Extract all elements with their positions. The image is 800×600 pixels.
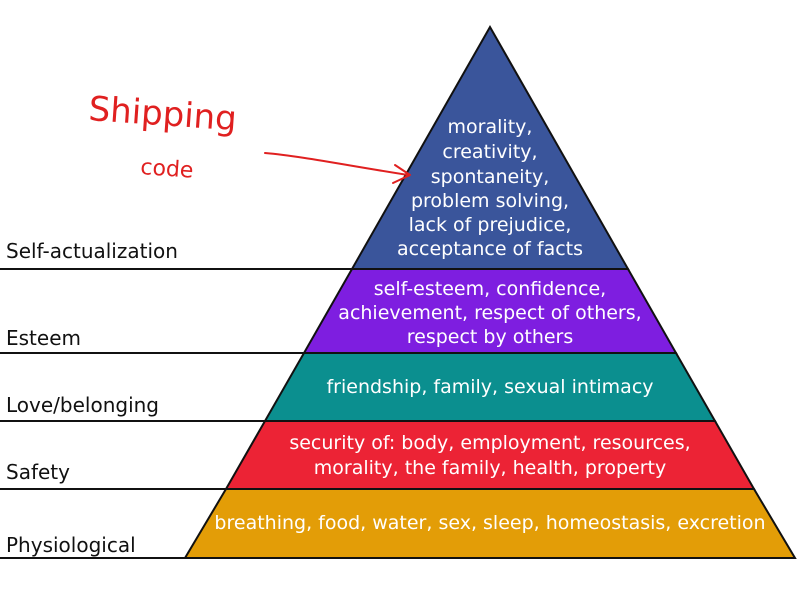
arrowhead-icon [392,164,411,184]
tier-line: morality, the family, health, property [314,457,666,479]
tier-line: creativity, [442,141,537,163]
label-esteem: Esteem [6,326,81,350]
tier-text-love-belonging: friendship, family, sexual intimacy [326,376,653,398]
tier-text-esteem: self-esteem, confidence, achievement, re… [338,278,641,348]
tier-text-physiological: breathing, food, water, sex, sleep, home… [214,512,765,534]
tier-line: breathing, food, water, sex, sleep, home… [214,512,765,534]
arrow-icon [264,152,409,176]
label-self-actualization: Self-actualization [6,239,178,263]
tier-line: security of: body, employment, resources… [289,432,690,454]
tier-line: morality, [448,116,533,138]
tier-line: lack of prejudice, [409,214,572,236]
tier-physiological [183,488,797,559]
label-safety: Safety [6,460,70,484]
tier-line: spontaneity, [431,166,549,188]
tier-line: respect by others [407,326,574,348]
label-love-belonging: Love/belonging [6,393,159,417]
tier-line: achievement, respect of others, [338,302,641,324]
tier-line: self-esteem, confidence, [374,278,606,300]
tier-text-safety: security of: body, employment, resources… [289,432,690,479]
tier-line: friendship, family, sexual intimacy [326,376,653,398]
tier-line: problem solving, [411,190,569,212]
annotation-title: Shipping [87,89,238,139]
handwritten-annotation: Shipping code [87,89,411,184]
annotation-subtitle: code [140,155,195,184]
tier-line: acceptance of facts [397,238,583,260]
label-physiological: Physiological [6,533,136,557]
tier-text-self-actualization: morality, creativity, spontaneity, probl… [397,116,583,260]
